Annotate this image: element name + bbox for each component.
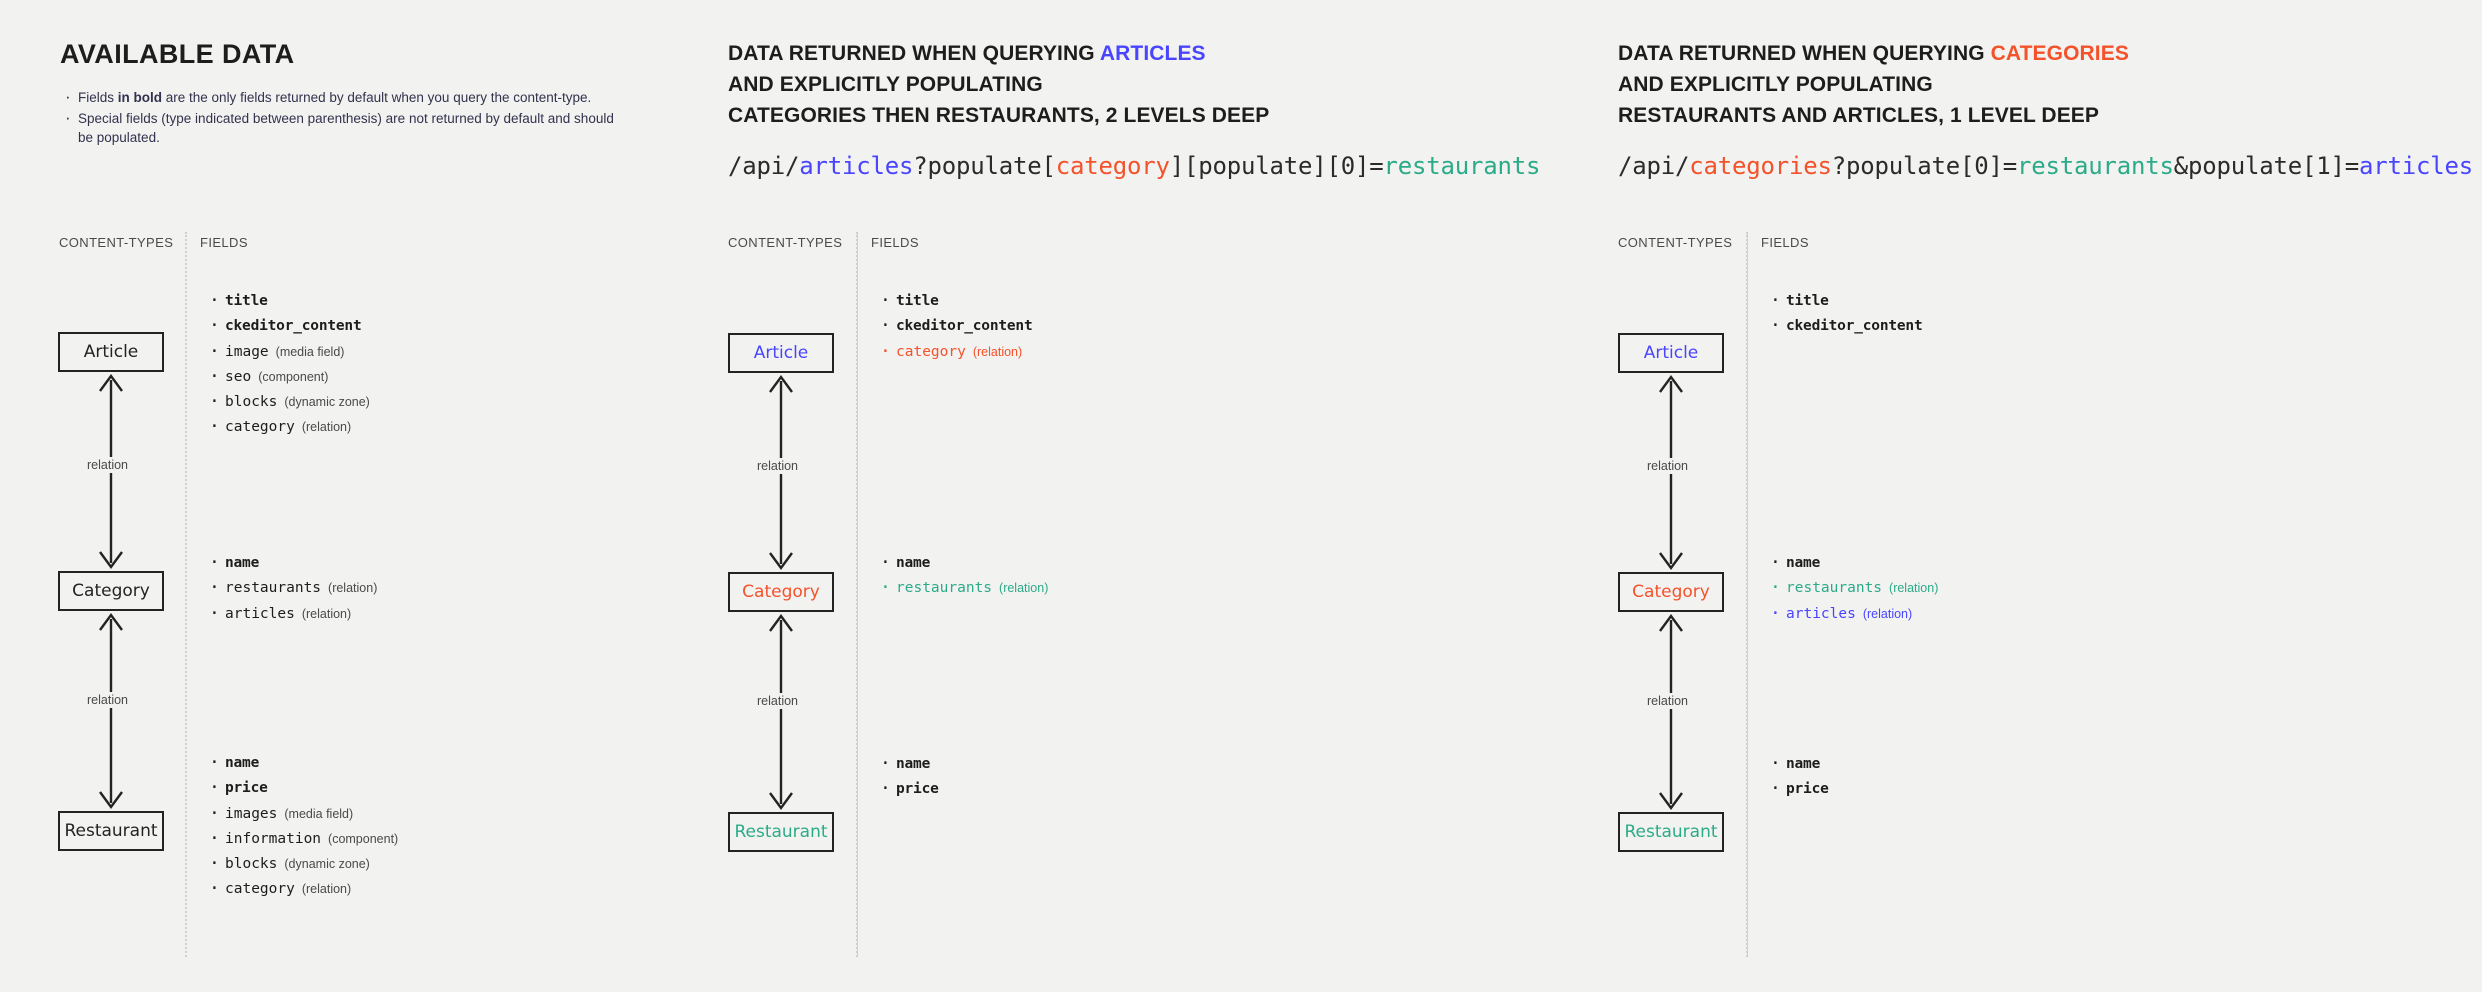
fieldlist-restaurant: name price images(media field) informati… [205, 750, 398, 903]
field-row: name [1766, 751, 1829, 777]
node-box-restaurant[interactable]: Restaurant [728, 812, 834, 852]
node-box-restaurant[interactable]: Restaurant [58, 811, 164, 851]
api-url-categories: /api/categories?populate[0]=restaurants&… [1618, 151, 2473, 181]
panel-query-categories: DATA RETURNED WHEN QUERYING CATEGORIES A… [1618, 0, 2482, 992]
field-row: category(relation) [876, 339, 1032, 365]
url-part-articles: articles [799, 152, 914, 180]
field-row: name [1766, 550, 1938, 576]
field-row: ckeditor_content [876, 313, 1033, 339]
col1-dotted-divider [185, 232, 187, 957]
relation-label-article-category: relation [1644, 458, 1691, 474]
panel-title-query-categories-line2: AND EXPLICITLY POPULATING [1618, 73, 1933, 96]
field-row: price [1766, 776, 1829, 802]
relation-arrow-category-restaurant [1651, 612, 1691, 812]
panel-title-query-categories-line3: RESTAURANTS AND ARTICLES, 1 LEVEL DEEP [1618, 104, 2100, 127]
field-row: restaurants(relation) [1766, 575, 1938, 601]
node-box-restaurant[interactable]: Restaurant [1618, 812, 1724, 852]
field-row: ckeditor_content [205, 313, 370, 339]
col3-dotted-divider [1746, 232, 1748, 957]
url-part-category: category [1055, 152, 1170, 180]
fieldlist-category: name restaurants(relation) [876, 550, 1048, 602]
field-row: seo(component) [205, 364, 370, 390]
node-box-article[interactable]: Article [1618, 333, 1724, 373]
field-row: images(media field) [205, 801, 398, 827]
title-accent-categories: CATEGORIES [1990, 42, 2129, 65]
panel-available-data: AVAILABLE DATA Fields in bold are the on… [0, 0, 855, 992]
title-static-text: DATA RETURNED WHEN QUERYING [728, 42, 1100, 65]
node-box-article[interactable]: Article [728, 333, 834, 373]
field-row: blocks(dynamic zone) [205, 851, 398, 877]
url-part: ?populate[0]= [1831, 152, 2017, 180]
panel-title-query-articles-line3: CATEGORIES THEN RESTAURANTS, 2 LEVELS DE… [728, 104, 1270, 127]
api-url-articles: /api/articles?populate[category][populat… [728, 151, 1540, 181]
field-row: title [876, 288, 1032, 314]
relation-label-category-restaurant: relation [754, 693, 801, 709]
note-item-1: Fields in bold are the only fields retur… [65, 87, 622, 107]
fieldlist-article: title ckeditor_content category(relation… [876, 288, 1033, 365]
fieldlist-article: title ckeditor_content image(media field… [205, 288, 370, 441]
relation-label-category-restaurant: relation [1644, 693, 1691, 709]
field-row: title [1766, 288, 1922, 314]
node-box-article[interactable]: Article [58, 332, 164, 372]
title-static-text: DATA RETURNED WHEN QUERYING [1618, 42, 1991, 65]
url-part: ][populate][0]= [1169, 152, 1384, 180]
panel-title-query-articles-line1: DATA RETURNED WHEN QUERYING ARTICLES [728, 38, 1206, 70]
panel-title-available-data: AVAILABLE DATA [60, 39, 295, 69]
field-row: price [876, 776, 939, 802]
relation-arrow-category-restaurant [91, 611, 131, 811]
url-part: &populate[1]= [2173, 152, 2359, 180]
col2-label-fields: FIELDS [871, 235, 919, 250]
panel-title-query-categories-line1: DATA RETURNED WHEN QUERYING CATEGORIES [1618, 38, 2129, 70]
relation-arrow-category-restaurant [761, 612, 801, 812]
field-row: ckeditor_content [1766, 313, 1923, 339]
fieldlist-category: name restaurants(relation) articles(rela… [1766, 550, 1938, 627]
fieldlist-restaurant: name price [1766, 751, 1829, 803]
col2-dotted-divider [856, 232, 858, 957]
node-box-category[interactable]: Category [1618, 572, 1724, 612]
field-row: restaurants(relation) [205, 575, 377, 601]
col3-label-fields: FIELDS [1761, 235, 1809, 250]
panel-query-articles: DATA RETURNED WHEN QUERYING ARTICLES AND… [728, 0, 1588, 992]
url-part-restaurants: restaurants [2017, 152, 2174, 180]
url-part-articles: articles [2359, 152, 2473, 180]
field-row: blocks(dynamic zone) [205, 389, 370, 415]
fieldlist-category: name restaurants(relation) articles(rela… [205, 550, 377, 627]
field-row: articles(relation) [205, 601, 377, 627]
col3-label-content-types: CONTENT-TYPES [1618, 235, 1733, 250]
url-part-restaurants: restaurants [1383, 152, 1541, 180]
title-accent-articles: ARTICLES [1099, 42, 1206, 65]
fieldlist-article: title ckeditor_content [1766, 288, 1923, 340]
available-data-notes: Fields in bold are the only fields retur… [62, 87, 622, 149]
field-row: category(relation) [205, 414, 370, 440]
col2-label-content-types: CONTENT-TYPES [728, 235, 843, 250]
node-box-category[interactable]: Category [728, 572, 834, 612]
panel-title-query-articles-line2: AND EXPLICITLY POPULATING [728, 73, 1043, 96]
field-row: name [876, 751, 939, 777]
url-part-categories: categories [1689, 152, 1832, 180]
field-row: category(relation) [205, 876, 398, 902]
field-row: price [205, 775, 398, 801]
field-row: information(component) [205, 826, 398, 852]
node-box-category[interactable]: Category [58, 571, 164, 611]
field-row: articles(relation) [1766, 601, 1938, 627]
fieldlist-restaurant: name price [876, 751, 939, 803]
url-part: ?populate[ [913, 152, 1056, 180]
field-row: image(media field) [205, 339, 370, 365]
field-row: restaurants(relation) [876, 575, 1048, 601]
col1-label-fields: FIELDS [200, 235, 248, 250]
url-part: /api/ [728, 152, 800, 180]
relation-label-article-category: relation [84, 457, 131, 473]
field-row: name [876, 550, 1048, 576]
relation-label-article-category: relation [754, 458, 801, 474]
field-row: name [205, 550, 377, 576]
note-item-2: Special fields (type indicated between p… [65, 108, 622, 147]
url-part: /api/ [1618, 152, 1690, 180]
col1-label-content-types: CONTENT-TYPES [59, 235, 174, 250]
relation-label-category-restaurant: relation [84, 692, 131, 708]
field-row: title [205, 288, 370, 314]
field-row: name [205, 750, 398, 776]
